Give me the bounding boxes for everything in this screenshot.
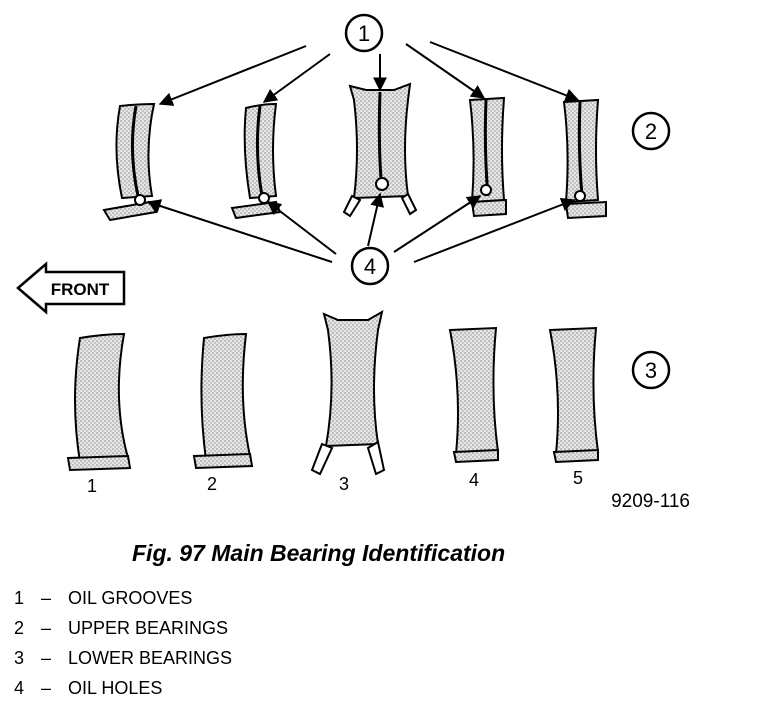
- callout-4-label: 4: [364, 254, 376, 279]
- upper-bearing-3: [342, 82, 418, 218]
- lower-bearing-1: [66, 332, 132, 472]
- legend-sep: –: [41, 678, 52, 698]
- legend-sep: –: [41, 588, 52, 608]
- upper-bearing-4: [468, 96, 507, 218]
- legend-item: 4–OIL HOLES: [14, 673, 232, 703]
- legend-item: 2–UPPER BEARINGS: [14, 613, 232, 643]
- callout-3: 3: [631, 350, 671, 390]
- lower-bearing-3: [310, 310, 386, 476]
- legend-num: 4: [14, 678, 25, 698]
- bearing-number-4: 4: [469, 470, 479, 490]
- front-label: FRONT: [51, 280, 110, 299]
- callout-3-label: 3: [645, 358, 657, 383]
- legend-text: UPPER BEARINGS: [68, 618, 229, 638]
- callout-1-label: 1: [358, 21, 370, 46]
- callout-2: 2: [631, 111, 671, 151]
- legend: 1–OIL GROOVES 2–UPPER BEARINGS 3–LOWER B…: [14, 583, 232, 703]
- figure-code: 9209-116: [611, 491, 690, 512]
- lower-bearing-4: [448, 326, 500, 464]
- legend-item: 1–OIL GROOVES: [14, 583, 232, 613]
- legend-item: 3–LOWER BEARINGS: [14, 643, 232, 673]
- callout-2-label: 2: [645, 119, 657, 144]
- oil-hole-arrows: [146, 192, 576, 263]
- upper-bearing-5: [562, 98, 607, 220]
- front-arrow: FRONT: [16, 261, 126, 315]
- legend-sep: –: [41, 648, 52, 668]
- legend-sep: –: [41, 618, 52, 638]
- legend-num: 3: [14, 648, 25, 668]
- legend-num: 1: [14, 588, 25, 608]
- bearing-number-5: 5: [573, 468, 583, 488]
- callout-4: 4: [350, 246, 390, 286]
- legend-text: OIL GROOVES: [68, 588, 193, 608]
- callout-1: 1: [344, 13, 384, 53]
- bearing-diagram: 1 2 3 4 FRONT 1 2 3 4 5 9209-116: [16, 13, 690, 512]
- bearing-number-2: 2: [207, 474, 217, 494]
- upper-bearing-2: [230, 102, 282, 220]
- bearing-number-1: 1: [87, 476, 97, 496]
- legend-text: OIL HOLES: [68, 678, 163, 698]
- figure-caption: Fig. 97 Main Bearing Identification: [132, 540, 506, 566]
- legend-num: 2: [14, 618, 25, 638]
- oil-groove-arrows: [158, 41, 580, 106]
- bearing-number-3: 3: [339, 474, 349, 494]
- lower-bearing-2: [192, 332, 254, 470]
- lower-bearing-5: [548, 326, 600, 464]
- legend-text: LOWER BEARINGS: [68, 648, 233, 668]
